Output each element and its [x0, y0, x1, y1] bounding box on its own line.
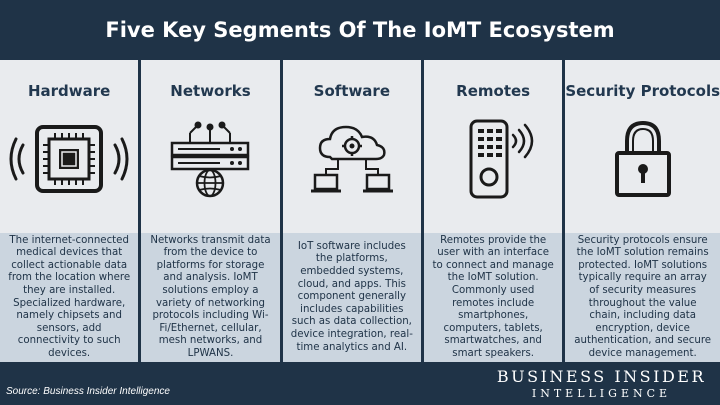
- segment-remotes-top: Remotes: [423, 60, 563, 233]
- segment-heading: Hardware: [27, 82, 111, 100]
- segment-description: Networks transmit data from the device t…: [150, 234, 271, 359]
- network-server-globe-icon: [150, 114, 270, 204]
- source-note: Source: Business Insider Intelligence: [6, 386, 170, 397]
- segment-description: Security protocols ensure the IoMT solut…: [574, 234, 712, 359]
- segment-software-bottom: IoT software includes the platforms, emb…: [282, 233, 421, 362]
- page-title: Five Key Segments Of The IoMT Ecosystem: [105, 18, 615, 42]
- segment-description: The internet-connected medical devices t…: [8, 234, 131, 359]
- segment-heading: Networks: [170, 82, 251, 100]
- segment-hardware: Hardware: [0, 60, 139, 362]
- segment-networks: Networks: [141, 60, 280, 362]
- segment-hardware-top: Hardware: [0, 60, 139, 233]
- segment-description: IoT software includes the platforms, emb…: [290, 240, 413, 353]
- segment-heading: Security Protocols: [565, 82, 720, 100]
- segment-software: Software: [282, 60, 421, 362]
- segment-hardware-bottom: The internet-connected medical devices t…: [0, 233, 139, 362]
- remote-control-icon: [433, 114, 553, 204]
- footer: Source: Business Insider Intelligence BU…: [0, 362, 720, 405]
- segment-heading: Remotes: [456, 82, 531, 100]
- segment-remotes: Remotes: [423, 60, 563, 362]
- brand-subtitle: INTELLIGENCE: [531, 387, 672, 400]
- segment-description: Remotes provide the user with an interfa…: [432, 234, 554, 359]
- chip-signal-icon: [9, 114, 129, 204]
- segment-heading: Software: [313, 82, 390, 100]
- segment-security-protocols: Security Protocols Security protocols en…: [565, 60, 720, 362]
- segment-security-top: Security Protocols: [565, 60, 720, 233]
- segments-panel: Hardware: [0, 60, 720, 362]
- cloud-software-icon: [292, 114, 412, 204]
- segment-networks-top: Networks: [141, 60, 280, 233]
- segment-remotes-bottom: Remotes provide the user with an interfa…: [423, 233, 563, 362]
- padlock-icon: [583, 114, 703, 204]
- segment-security-bottom: Security protocols ensure the IoMT solut…: [565, 233, 720, 362]
- segment-software-top: Software: [282, 60, 421, 233]
- brand-logo: BUSINESS INSIDER INTELLIGENCE: [497, 367, 706, 400]
- brand-name: BUSINESS INSIDER: [496, 367, 706, 386]
- segment-networks-bottom: Networks transmit data from the device t…: [141, 233, 280, 362]
